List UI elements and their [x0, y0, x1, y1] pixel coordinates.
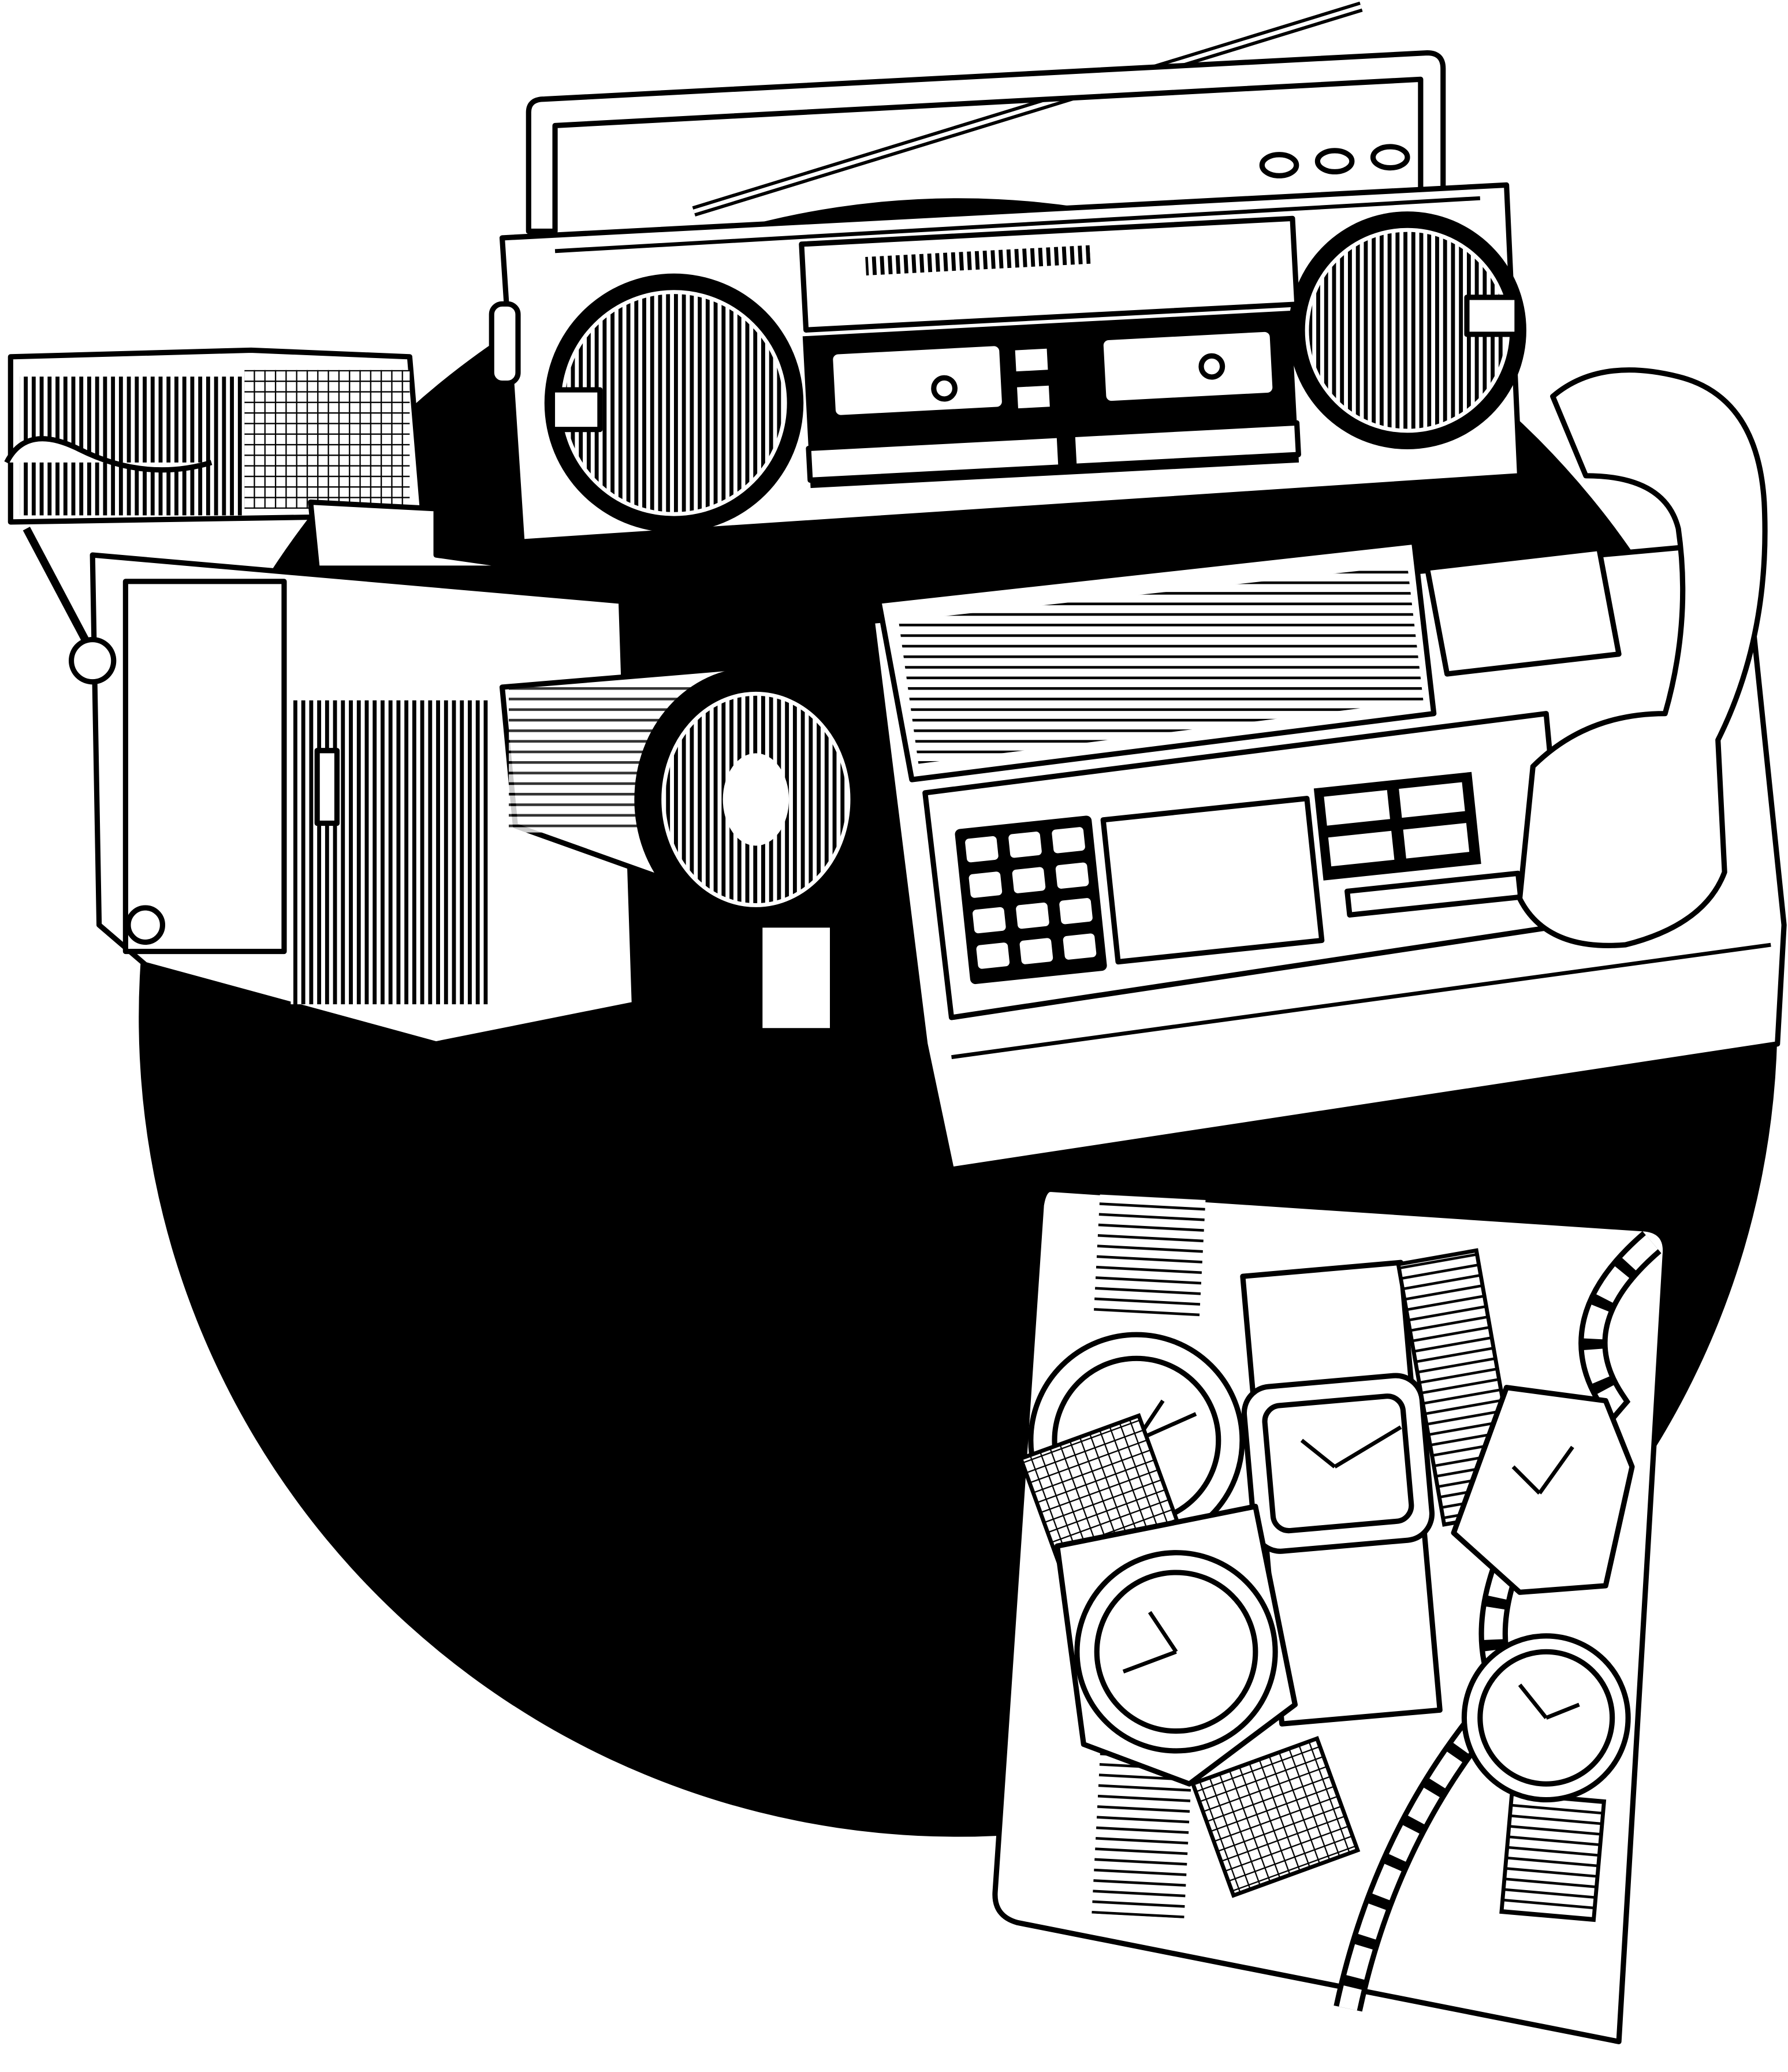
keypad	[955, 815, 1107, 985]
camcorder	[4, 347, 873, 1047]
watch-square	[1241, 1373, 1435, 1554]
answering-machine	[869, 539, 1787, 1172]
knob-group	[1259, 144, 1410, 178]
watch-round-2	[1461, 1633, 1631, 1803]
boombox	[489, 1, 1526, 545]
telephone-handset	[1517, 367, 1768, 948]
watch-octagon	[1451, 1385, 1635, 1595]
watch-hexagon	[1055, 1504, 1298, 1787]
cassette-deck	[802, 311, 1301, 489]
display-screen	[1100, 796, 1325, 965]
watch-collection	[992, 1186, 1668, 2044]
tuner-panel	[799, 215, 1300, 333]
